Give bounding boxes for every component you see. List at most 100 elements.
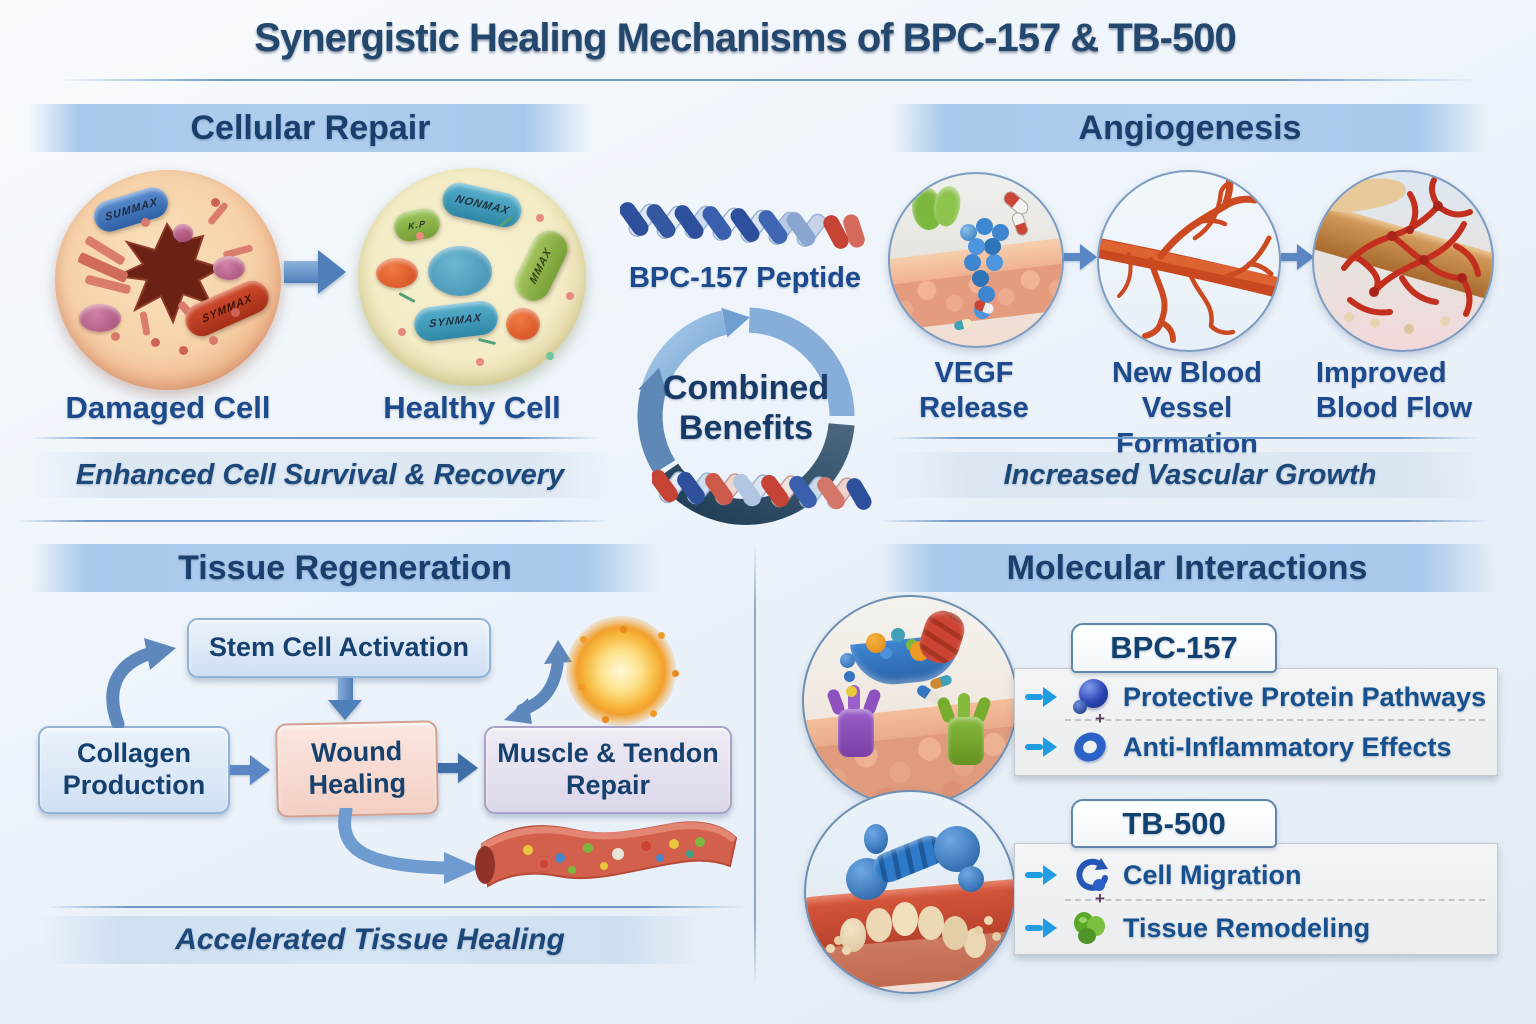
healthy-cell-illustration: NONMAX MMAX SYNMAX K.P <box>358 168 586 386</box>
tb500-row-1: Cell Migration <box>1015 853 1497 897</box>
blood-flow-illustration <box>1312 170 1494 352</box>
cellular-caption: Enhanced Cell Survival & Recovery <box>75 458 565 491</box>
damaged-cell-label: Damaged Cell <box>65 390 271 425</box>
tissue-caption: Accelerated Tissue Healing <box>175 923 565 956</box>
angio-caption-band: Increased Vascular Growth <box>890 452 1490 498</box>
angiogenesis-banner: Angiogenesis <box>890 104 1490 152</box>
bpc157-row-2: Anti-Inflammatory Effects <box>1015 725 1497 769</box>
cellular-repair-banner: Cellular Repair <box>28 104 593 152</box>
cycle-line1: Combined <box>662 369 830 407</box>
collagen-production-box: Collagen Production <box>38 726 230 814</box>
angio-divider <box>890 437 1480 439</box>
title-divider <box>56 79 1480 81</box>
vegf-molecule-cluster <box>960 224 977 241</box>
arrow-head <box>1080 244 1097 270</box>
tissue-caption-band: Accelerated Tissue Healing <box>40 916 700 964</box>
damaged-cell-illustration: SUMMAX SYMMAX <box>55 170 281 390</box>
capsule <box>1010 210 1030 238</box>
healthy-organelle-teal: NONMAX <box>439 179 525 231</box>
healthy-organelle-orange <box>506 308 540 340</box>
tb500-tab-label: TB-500 <box>1122 805 1226 841</box>
bpc157-item-1: Protective Protein Pathways <box>1123 681 1487 712</box>
bpc157-tab-label: BPC-157 <box>1110 630 1238 665</box>
tb500-panel: Cell Migration + Tissue Remodeling <box>1014 843 1498 955</box>
organelle-scribble: NONMAX <box>452 193 512 217</box>
cellular-caption-band: Enhanced Cell Survival & Recovery <box>30 452 610 498</box>
tissue-regeneration-header: Tissue Regeneration <box>178 548 512 587</box>
stem-to-wound-arrow <box>328 678 362 720</box>
cell-squiggle <box>477 337 497 346</box>
arrow-shaft <box>1064 253 1080 261</box>
debris-specks <box>1344 312 1354 322</box>
cell-row <box>840 918 866 952</box>
healthy-organelle-teal: SYNMAX <box>412 299 500 343</box>
blood-flow-label: Improved Blood Flow <box>1316 357 1473 425</box>
bpc157-item-2: Anti-Inflammatory Effects <box>1123 731 1452 762</box>
arrow-head <box>250 755 270 785</box>
tb500-molecule <box>842 822 984 902</box>
cyan-arrow-icon <box>1025 918 1057 938</box>
energy-burst-icon <box>566 616 676 726</box>
tb500-item-2: Tissue Remodeling <box>1123 912 1371 943</box>
panel-separator <box>1065 899 1485 901</box>
angiogenesis-header: Angiogenesis <box>1078 108 1302 147</box>
organelle-scribble: SYNMAX <box>429 311 483 331</box>
collagen-production-label: Collagen Production <box>62 738 206 800</box>
collagen-to-wound-arrow <box>230 755 270 785</box>
left-mid-divider <box>18 520 610 522</box>
vessel-svg <box>1099 174 1279 343</box>
wound-to-muscle-arrow <box>438 753 478 783</box>
vegf-release-label: VEGF Release <box>919 357 1029 425</box>
bottom-vertical-divider <box>754 545 756 985</box>
damaged-organelle-purple <box>213 256 245 280</box>
cyan-arrow-icon <box>1025 687 1057 707</box>
plus-marker: + <box>1095 709 1105 728</box>
tb500-tab: TB-500 <box>1071 799 1277 848</box>
tissue-divider <box>45 906 745 908</box>
arrow-shaft <box>438 763 458 773</box>
tb500-item-1: Cell Migration <box>1123 859 1302 890</box>
plus-marker: + <box>1095 889 1105 908</box>
tb500-molecular-illustration <box>804 790 1016 994</box>
cellular-repair-header: Cellular Repair <box>190 108 431 147</box>
vessel-formation-illustration <box>1097 170 1281 352</box>
cell-specks <box>151 338 160 347</box>
cycle-text: Combined Benefits <box>640 368 852 448</box>
wound-healing-box: Wound Healing <box>275 720 439 818</box>
angio-arrow-2 <box>1281 244 1314 270</box>
cyan-arrow-icon <box>1025 737 1057 757</box>
muscle-tendon-repair-box: Muscle & Tendon Repair <box>484 726 732 814</box>
vessel-formation-label: New Blood Vessel Formation <box>1112 357 1262 460</box>
flower-specks <box>826 944 835 953</box>
tb500-row-2: Tissue Remodeling <box>1015 906 1497 950</box>
muscle-stem-double-arrow <box>504 640 572 724</box>
arrow-shaft <box>337 678 353 700</box>
arrow-shaft <box>284 261 318 283</box>
organelle-scribble: SUMMAX <box>104 195 158 224</box>
bpc157-row-1: Protective Protein Pathways <box>1015 675 1497 719</box>
angio-arrow-1 <box>1064 244 1097 270</box>
anti-inflammatory-icon <box>1069 727 1111 767</box>
healthy-organelle-orange <box>376 258 418 288</box>
panel-separator <box>1065 719 1485 721</box>
tendon-illustration <box>475 821 738 888</box>
damaged-organelle-purple <box>79 304 121 332</box>
healthy-cell-label: Healthy Cell <box>383 390 561 425</box>
stalk-molecule <box>840 653 855 668</box>
burst-specks <box>580 636 587 643</box>
tissue-regeneration-banner: Tissue Regeneration <box>30 544 660 592</box>
peptide-helix-top <box>620 202 865 249</box>
wound-to-tendon-arrow <box>338 808 480 884</box>
muscle-tendon-repair-label: Muscle & Tendon Repair <box>497 738 719 800</box>
bpc157-panel: Protective Protein Pathways + Anti-Infla… <box>1014 668 1498 776</box>
healthy-nucleus <box>428 246 492 296</box>
bpc157-tab: BPC-157 <box>1071 623 1277 673</box>
vegf-release-illustration <box>888 172 1064 348</box>
organelle-scribble: MMAX <box>527 245 555 287</box>
peptide-label: BPC-157 Peptide <box>628 262 862 294</box>
damaged-cell-core <box>113 221 224 325</box>
healthy-organelle-green: MMAX <box>508 224 574 308</box>
cell-migration-icon <box>1071 857 1109 893</box>
damaged-organelle-purple <box>173 224 193 242</box>
